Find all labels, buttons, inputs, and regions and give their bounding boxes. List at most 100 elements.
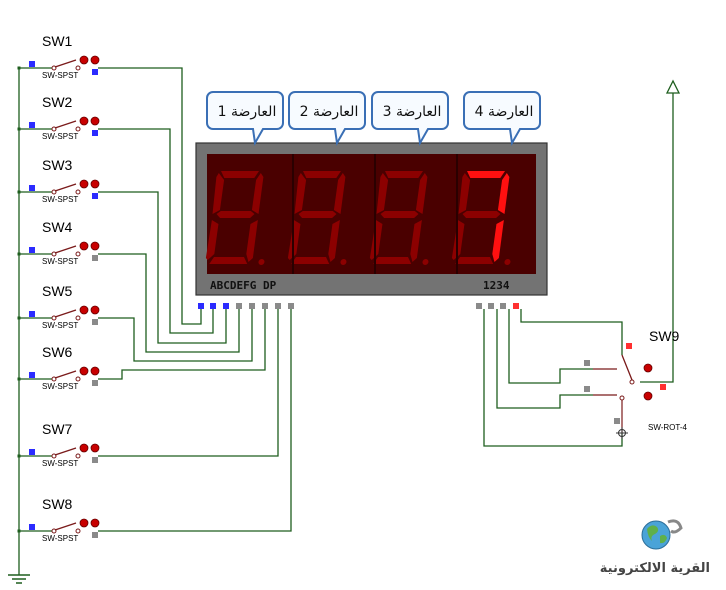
segment-wire bbox=[98, 67, 202, 325]
callout-label: العارضة 3 bbox=[383, 104, 442, 120]
actuator-button[interactable] bbox=[90, 305, 100, 315]
segment-pin bbox=[210, 303, 216, 309]
segment-wire bbox=[98, 128, 214, 334]
segment-wire bbox=[98, 309, 253, 362]
segment-pin bbox=[223, 303, 229, 309]
segment-wire bbox=[98, 309, 292, 532]
segment-d bbox=[209, 257, 248, 264]
actuator-button[interactable] bbox=[90, 241, 100, 251]
contact bbox=[75, 189, 81, 195]
callout-2: العارضة 2 bbox=[288, 91, 366, 147]
actuator-button[interactable] bbox=[90, 366, 100, 376]
rotary-button[interactable] bbox=[643, 391, 653, 401]
segment-d bbox=[291, 257, 330, 264]
power-arrow-icon bbox=[665, 79, 681, 94]
actuator-button[interactable] bbox=[79, 518, 89, 528]
switch-lever bbox=[54, 245, 77, 254]
segment-dp bbox=[258, 259, 265, 265]
contact bbox=[75, 528, 81, 534]
switch-name: SW6 bbox=[42, 344, 73, 360]
pin-marker bbox=[29, 122, 35, 128]
segment-pin bbox=[236, 303, 242, 309]
digit-wire bbox=[483, 309, 623, 447]
segment-g bbox=[298, 211, 337, 218]
digit-wire bbox=[520, 309, 623, 355]
actuator-button[interactable] bbox=[79, 116, 89, 126]
switch-name: SW5 bbox=[42, 283, 73, 299]
rotary-switch-name: SW9 bbox=[649, 328, 680, 344]
digit-pins-label: 1234 bbox=[483, 279, 510, 292]
actuator-button[interactable] bbox=[79, 241, 89, 251]
logo: القرية الالكترونية bbox=[600, 519, 710, 576]
segment-a bbox=[221, 171, 260, 178]
rotary-pin bbox=[614, 418, 620, 424]
pin-marker bbox=[29, 247, 35, 253]
switch-type: SW-SPST bbox=[42, 321, 78, 330]
switch-name: SW8 bbox=[42, 496, 73, 512]
digit-pin bbox=[476, 303, 482, 309]
actuator-button[interactable] bbox=[90, 179, 100, 189]
segment-b bbox=[333, 173, 346, 214]
digit-wire bbox=[508, 309, 593, 384]
digit-pin bbox=[488, 303, 494, 309]
digit-pin bbox=[500, 303, 506, 309]
switch-type: SW-SPST bbox=[42, 132, 78, 141]
seven-segment-display[interactable]: ABCDEFG DP 1234 bbox=[195, 142, 548, 309]
actuator-button[interactable] bbox=[90, 116, 100, 126]
segment-g bbox=[380, 211, 419, 218]
actuator-button[interactable] bbox=[79, 366, 89, 376]
switch-lever bbox=[54, 120, 77, 129]
junction bbox=[17, 66, 21, 70]
pin-marker bbox=[29, 185, 35, 191]
pin-marker bbox=[29, 524, 35, 530]
junction bbox=[17, 377, 21, 381]
digit-2 bbox=[287, 171, 347, 265]
segment-dp bbox=[422, 259, 429, 265]
actuator-button[interactable] bbox=[90, 443, 100, 453]
segment-wire bbox=[98, 253, 240, 353]
pin-marker bbox=[92, 319, 98, 325]
segment-pin bbox=[275, 303, 281, 309]
junction bbox=[17, 127, 21, 131]
switch-name: SW2 bbox=[42, 94, 73, 110]
contact bbox=[75, 376, 81, 382]
callout-3: العارضة 3 bbox=[371, 91, 449, 147]
segment-c bbox=[492, 220, 504, 262]
segment-d bbox=[455, 257, 494, 264]
pin-marker bbox=[92, 380, 98, 386]
segment-c bbox=[246, 220, 258, 262]
actuator-button[interactable] bbox=[79, 179, 89, 189]
actuator-button[interactable] bbox=[90, 518, 100, 528]
segment-e bbox=[205, 220, 219, 260]
switch-name: SW7 bbox=[42, 421, 73, 437]
segment-e bbox=[369, 220, 383, 260]
logo-text: القرية الالكترونية bbox=[600, 561, 710, 576]
digit-3 bbox=[369, 171, 429, 265]
rotary-switch[interactable]: SW9 SW-ROT-4 bbox=[584, 79, 688, 439]
segment-wire bbox=[98, 309, 266, 380]
digit-4 bbox=[451, 171, 511, 265]
digit-wire bbox=[496, 309, 593, 409]
wires bbox=[18, 67, 674, 575]
digit-pin bbox=[513, 303, 519, 309]
rotary-switch-type: SW-ROT-4 bbox=[648, 423, 688, 432]
actuator-button[interactable] bbox=[79, 443, 89, 453]
actuator-button[interactable] bbox=[90, 55, 100, 65]
rotary-button[interactable] bbox=[643, 363, 653, 373]
segment-pin bbox=[288, 303, 294, 309]
pin-marker bbox=[92, 255, 98, 261]
pin-marker bbox=[92, 130, 98, 136]
actuator-button[interactable] bbox=[79, 55, 89, 65]
actuator-button[interactable] bbox=[79, 305, 89, 315]
segment-dp bbox=[340, 259, 347, 265]
pin-marker bbox=[92, 69, 98, 75]
